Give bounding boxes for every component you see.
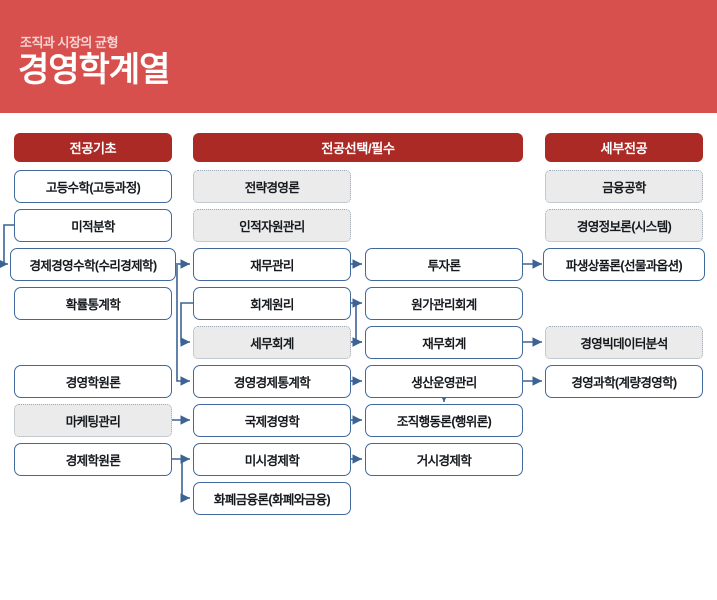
connector-calculus-to-mathecon	[0, 224, 14, 269]
course-node[interactable]: 전략경영론	[193, 170, 351, 203]
course-node[interactable]: 미시경제학	[193, 443, 351, 476]
course-node[interactable]: 미적분학	[14, 209, 172, 242]
course-node[interactable]: 세무회계	[193, 326, 351, 359]
course-node[interactable]: 경영학원론	[14, 365, 172, 398]
course-node[interactable]: 국제경영학	[193, 404, 351, 437]
course-node[interactable]: 거시경제학	[365, 443, 523, 476]
course-node[interactable]: 고등수학(고등과정)	[14, 170, 172, 203]
course-node[interactable]: 경영빅데이터분석	[545, 326, 703, 359]
course-node[interactable]: 재무관리	[193, 248, 351, 281]
course-node[interactable]: 경제학원론	[14, 443, 172, 476]
connector-mathecon-to-statistics	[176, 265, 190, 386]
course-node[interactable]: 인적자원관리	[193, 209, 351, 242]
course-node[interactable]: 경영경제통계학	[193, 365, 351, 398]
course-node[interactable]: 마케팅관리	[14, 404, 172, 437]
curriculum-diagram: 전공기초 전공선택/필수 세부전공 고등수학(고등과정) 미적분학 경제경영수학…	[0, 113, 717, 600]
connector-accounting-to-faccounting	[352, 304, 362, 347]
column-header-basic-label: 전공기초	[69, 141, 117, 156]
course-node[interactable]: 경제경영수학(수리경제학)	[10, 248, 176, 281]
course-node[interactable]: 경영과학(계량경영학)	[545, 365, 703, 398]
column-header-detail: 세부전공	[545, 133, 703, 162]
course-node[interactable]: 경영정보론(시스템)	[545, 209, 703, 242]
column-header-detail-label: 세부전공	[600, 141, 648, 156]
header-subtitle: 조직과 시장의 균형	[20, 35, 118, 50]
column-header-basic: 전공기초	[14, 133, 172, 162]
column-header-major-label: 전공선택/필수	[321, 141, 395, 156]
course-node[interactable]: 투자론	[365, 248, 523, 281]
course-node[interactable]: 확률통계학	[14, 287, 172, 320]
course-node[interactable]: 조직행동론(행위론)	[365, 404, 523, 437]
course-node[interactable]: 회계원리	[193, 287, 351, 320]
page-header: 조직과 시장의 균형 경영학계열	[0, 0, 717, 113]
connector-layer	[0, 224, 542, 503]
column-header-major: 전공선택/필수	[193, 133, 523, 162]
connector-accounting-to-tax	[180, 302, 193, 347]
course-node[interactable]: 금융공학	[545, 170, 703, 203]
course-node[interactable]: 화폐금융론(화폐와금융)	[193, 482, 351, 515]
course-node[interactable]: 원가관리회계	[365, 287, 523, 320]
course-node[interactable]: 재무회계	[365, 326, 523, 359]
connector-econ-to-money	[180, 459, 190, 503]
course-node[interactable]: 파생상품론(선물과옵션)	[543, 248, 705, 281]
page-title: 경영학계열	[18, 51, 170, 89]
course-node[interactable]: 생산운영관리	[365, 365, 523, 398]
